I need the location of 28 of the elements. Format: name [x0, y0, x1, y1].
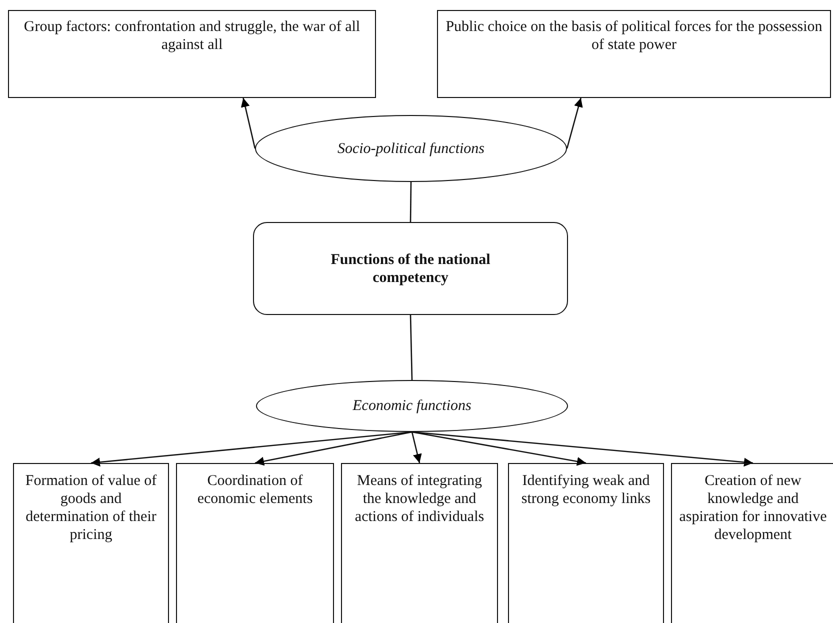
- node-text: Socio-political functions: [336, 140, 486, 158]
- arrow: [240, 98, 256, 149]
- node-text: Coordination of economic elements: [196, 472, 314, 508]
- node-text: Public choice on the basis of political forces for the possession of state power: [444, 18, 824, 54]
- node-text: Group factors: confrontation and struggle, the war of all against all: [22, 18, 362, 54]
- text-box: [13, 463, 169, 623]
- text-box: [508, 463, 664, 623]
- text-box: [437, 10, 831, 98]
- ellipse-node: [255, 115, 567, 182]
- text-box: [176, 463, 334, 623]
- arrow: [412, 431, 754, 467]
- connector-line: [410, 314, 413, 380]
- arrow: [411, 432, 422, 464]
- ellipse-node: [256, 380, 568, 432]
- text-box: [341, 463, 498, 623]
- arrow: [566, 98, 583, 149]
- text-box: [8, 10, 376, 98]
- arrow: [254, 431, 412, 466]
- text-box: [671, 463, 833, 623]
- rounded-box: [253, 222, 568, 315]
- node-text: Formation of value of goods and determination of their pricing: [24, 472, 158, 544]
- arrow: [412, 431, 586, 466]
- node-text: Functions of the national competency: [330, 250, 492, 286]
- node-text: Creation of new knowledge and aspiration for innovative development: [678, 472, 828, 544]
- connector-line: [410, 182, 412, 222]
- node-text: Identifying weak and strong economy links: [520, 472, 652, 508]
- node-text: Economic functions: [352, 397, 472, 415]
- node-text: Means of integrating the knowledge and actions of individuals: [354, 472, 486, 526]
